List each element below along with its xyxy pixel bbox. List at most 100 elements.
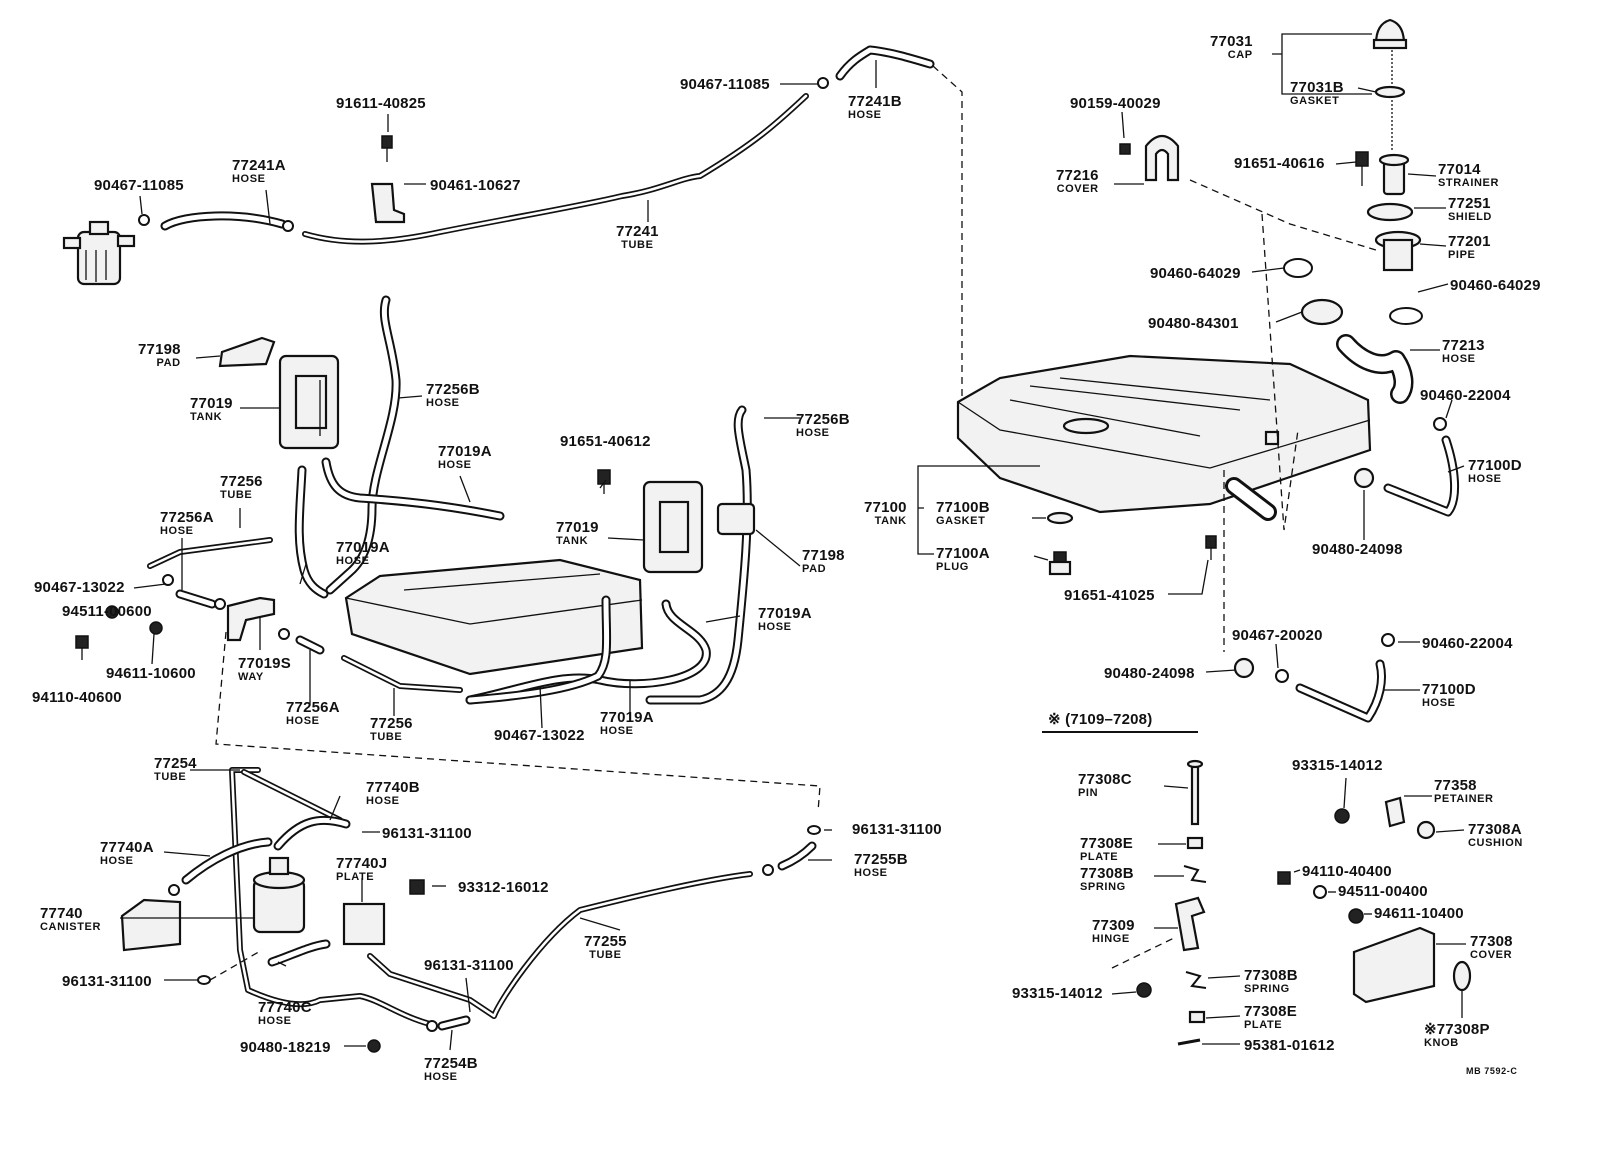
label-94611-10400: 94611-10400 — [1374, 906, 1464, 921]
part-number: 90480-84301 — [1148, 315, 1239, 332]
label-drawing-ref: MB 7592-C — [1466, 1066, 1517, 1076]
part-number: 77031B — [1290, 79, 1344, 96]
label-90480-24098-a: 90480-24098 — [1312, 542, 1403, 557]
cushion-icon — [1416, 820, 1436, 840]
label-96131-31100-c: 96131-31100 — [424, 958, 514, 973]
shield-icon — [1366, 202, 1414, 222]
leader-lines — [81, 33, 1466, 1051]
three-way-77019s-shape — [226, 596, 276, 642]
label-93315-14012-b: 93315-14012 — [1012, 986, 1103, 1001]
grommet-icon — [1300, 298, 1344, 326]
clip-icon — [1381, 633, 1395, 647]
part-number: 77213 — [1442, 337, 1485, 354]
grommet-icon — [367, 1039, 381, 1053]
hose-77241b-shape — [835, 45, 935, 81]
label-93315-14012-a: 93315-14012 — [1292, 758, 1383, 773]
part-number: 91611-40825 — [336, 95, 426, 112]
part-name: HOSE — [232, 173, 266, 185]
hose-77740b-shape — [273, 815, 351, 851]
part-name: PETAINER — [1434, 793, 1494, 805]
part-number: 77100A — [936, 545, 990, 562]
clip-icon — [278, 628, 290, 640]
clip-icon — [197, 975, 211, 985]
washer-icon — [1313, 885, 1327, 899]
part-name: TUBE — [220, 489, 253, 501]
part-number: 93312-16012 — [458, 879, 549, 896]
part-number: 94611-10400 — [1374, 905, 1464, 922]
tube-77241-shape — [302, 93, 809, 245]
hose-77255b-shape — [777, 841, 817, 871]
clamp-90461-shape — [370, 182, 406, 224]
nut-icon — [75, 635, 89, 649]
part-name: HOSE — [854, 867, 888, 879]
part-number: 77358 — [1434, 777, 1477, 794]
part-number: 77251 — [1448, 195, 1491, 212]
label-94511-00400: 94511-00400 — [1338, 884, 1428, 899]
part-number: 77019A — [600, 709, 654, 726]
part-name: PAD — [802, 563, 827, 575]
plate-icon — [1186, 836, 1204, 850]
part-number: 90460-64029 — [1150, 265, 1241, 282]
fuel-tank-77100-shape — [956, 354, 1372, 514]
part-number: 77100D — [1468, 457, 1522, 474]
part-number: 77019A — [336, 539, 390, 556]
part-number: 77031 — [1210, 33, 1253, 50]
fuel-filter — [62, 220, 136, 286]
label-90480-18219: 90480-18219 — [240, 1040, 331, 1055]
label-90460-64029-b: 90460-64029 — [1450, 278, 1541, 293]
hose-77256b-a-shape — [325, 295, 401, 595]
part-number: 96131-31100 — [424, 957, 514, 974]
label-94110-40600: 94110-40600 — [32, 690, 122, 705]
part-number: 77740J — [336, 855, 388, 872]
part-number: 93315-14012 — [1292, 757, 1383, 774]
part-name: SPRING — [1244, 983, 1290, 995]
label-90467-11085-b: 90467-11085 — [94, 178, 184, 193]
part-number: 95381-01612 — [1244, 1037, 1335, 1054]
part-name: CUSHION — [1468, 837, 1523, 849]
part-name: WAY — [238, 671, 264, 683]
pin-77308c-shape — [1186, 759, 1204, 826]
tube-77256-a-shape — [147, 537, 273, 569]
part-name: HOSE — [160, 525, 194, 537]
sub-tank-77019-a-shape — [278, 354, 340, 450]
part-number: 96131-31100 — [382, 825, 472, 842]
bolt-90159-shape — [1119, 143, 1131, 155]
part-number: 77019S — [238, 655, 291, 672]
part-number: 77254 — [154, 755, 197, 772]
bolt-icon — [1136, 982, 1152, 998]
pad-77198-a-shape — [218, 336, 276, 368]
label-90467-13022-b: 90467-13022 — [494, 728, 585, 743]
part-number: 77740C — [258, 999, 312, 1016]
part-name: TUBE — [370, 731, 403, 743]
nut-icon — [1277, 871, 1291, 885]
knob-icon — [1452, 960, 1472, 992]
bolt-91651-41025-shape — [1205, 535, 1217, 560]
label-90460-22004-b: 90460-22004 — [1422, 636, 1513, 651]
part-number: 90460-22004 — [1422, 635, 1513, 652]
part-number: 90467-20020 — [1232, 627, 1323, 644]
part-name: HOSE — [426, 397, 460, 409]
part-number: 77308B — [1080, 865, 1134, 882]
label-90461-10627: 90461-10627 — [430, 178, 521, 193]
reference-line — [209, 949, 263, 981]
label-95381-01612: 95381-01612 — [1244, 1038, 1335, 1053]
label-90480-24098-b: 90480-24098 — [1104, 666, 1195, 681]
hinge-77309-shape — [1174, 896, 1206, 952]
part-number: 91651-40616 — [1234, 155, 1325, 172]
clip-icon — [426, 1020, 438, 1032]
part-name: TUBE — [589, 949, 622, 961]
part-number: 77241 — [616, 223, 659, 240]
part-number: 77308B — [1244, 967, 1298, 984]
hose-77740c-shape — [267, 939, 331, 967]
bolt-icon — [1334, 808, 1350, 824]
part-number: 96131-31100 — [852, 821, 942, 838]
hose-77740a-shape — [181, 837, 273, 885]
